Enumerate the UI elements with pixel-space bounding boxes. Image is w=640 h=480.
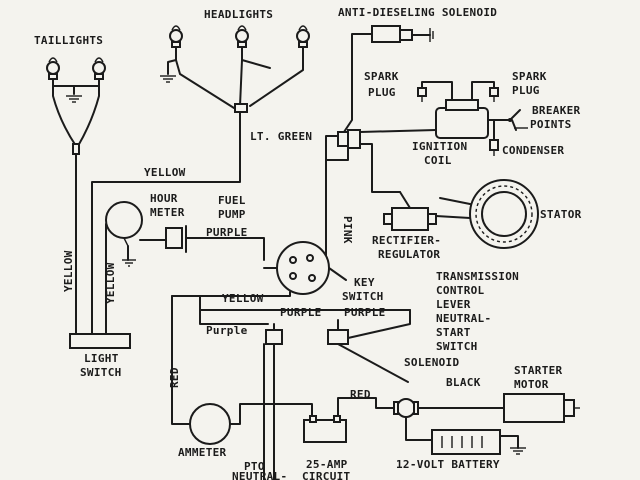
label-spark-plug-left-1: SPARK — [364, 70, 399, 83]
label-purple-upper: PURPLE — [206, 226, 248, 239]
spark-plug-left-icon — [417, 87, 427, 102]
label-starter-motor-1: STARTER — [514, 364, 563, 377]
label-pto-1: PTO — [244, 460, 265, 473]
label-fuel-pump-1: FUEL — [218, 194, 246, 207]
label-purple-mid-1: PURPLE — [280, 306, 322, 319]
headlight-ground-icon — [160, 75, 176, 83]
label-ignition-coil-2: COIL — [424, 154, 452, 167]
solenoid-ground-icon — [429, 28, 434, 42]
label-breaker-points-1: BREAKER — [532, 104, 581, 117]
label-headlights: HEADLIGHTS — [204, 8, 273, 21]
label-hour-meter-1: HOUR — [150, 192, 178, 205]
label-ammeter: AMMETER — [178, 446, 227, 459]
label-ignition-coil-1: IGNITION — [412, 140, 467, 153]
taillight-bulb-left-icon — [46, 57, 60, 80]
label-condenser: CONDENSER — [502, 144, 564, 157]
label-key-switch-2: SWITCH — [342, 290, 384, 303]
label-fuel-pump-2: PUMP — [218, 208, 246, 221]
ammeter — [189, 403, 231, 445]
label-taillights: TAILLIGHTS — [34, 34, 103, 47]
key-switch — [276, 241, 330, 295]
label-transmission-1: TRANSMISSION — [436, 270, 519, 283]
label-lt-green: LT. GREEN — [250, 130, 312, 143]
label-black: BLACK — [446, 376, 481, 389]
label-yellow-left: YELLOW — [62, 250, 75, 292]
label-rectifier-regulator-1: RECTIFIER- — [372, 234, 441, 247]
taillights — [46, 57, 106, 155]
light-switch — [69, 333, 131, 349]
fuel-pump — [139, 225, 265, 261]
rectifier-regulator — [383, 191, 471, 231]
headlight-bulb-middle-icon — [235, 25, 249, 48]
taillight-ground-icon — [66, 95, 82, 103]
label-transmission-2: CONTROL — [436, 284, 485, 297]
taillight-bulb-right-icon — [92, 57, 106, 80]
multi-connector — [337, 129, 361, 149]
label-yellow-top: YELLOW — [144, 166, 186, 179]
ignition-coil — [421, 81, 495, 139]
label-yellow-middle: YELLOW — [222, 292, 264, 305]
battery-12-volt — [431, 429, 501, 455]
label-light-switch-2: SWITCH — [80, 366, 122, 379]
label-breaker-points-2: POINTS — [530, 118, 572, 131]
stator — [439, 179, 539, 249]
headlight-bulb-right-icon — [296, 25, 310, 48]
label-circuit-1: 25-AMP — [306, 458, 348, 471]
spark-plug-right-icon — [489, 87, 499, 102]
label-red-vertical: RED — [168, 367, 181, 388]
transmission-switch-connector — [327, 329, 349, 345]
circuit-breaker-25-amp — [303, 415, 347, 443]
headlight-bulb-left-icon — [169, 25, 183, 48]
label-red-horizontal: RED — [350, 388, 371, 401]
label-hour-meter-2: METER — [150, 206, 185, 219]
label-spark-plug-left-2: PLUG — [368, 86, 396, 99]
battery-ground-icon — [510, 447, 526, 455]
breaker-points — [487, 109, 528, 131]
label-key-switch-1: KEY — [354, 276, 375, 289]
label-pto-2: NEUTRAL- — [232, 470, 287, 480]
headlights — [160, 25, 310, 113]
anti-dieseling-solenoid — [339, 25, 434, 139]
label-spark-plug-right-1: SPARK — [512, 70, 547, 83]
label-solenoid: SOLENOID — [404, 356, 459, 369]
label-anti-dieseling-solenoid: ANTI-DIESELING SOLENOID — [338, 6, 497, 19]
label-stator: STATOR — [540, 208, 582, 221]
hour-meter-ground-icon — [122, 259, 136, 267]
label-purple-mid-2: PURPLE — [344, 306, 386, 319]
label-light-switch-1: LIGHT — [84, 352, 119, 365]
label-transmission-6: SWITCH — [436, 340, 478, 353]
label-rectifier-regulator-2: REGULATOR — [378, 248, 440, 261]
label-battery: 12-VOLT BATTERY — [396, 458, 500, 471]
label-transmission-5: START — [436, 326, 471, 339]
hour-meter — [105, 201, 143, 335]
label-yellow-mid-left: YELLOW — [104, 262, 117, 304]
label-spark-plug-right-2: PLUG — [512, 84, 540, 97]
starter-solenoid — [393, 398, 419, 418]
condenser — [489, 119, 499, 156]
label-purple-lower: Purple — [206, 324, 248, 337]
label-circuit-2: CIRCUIT — [302, 470, 351, 480]
label-pink: PINK — [341, 216, 354, 244]
label-starter-motor-2: MOTOR — [514, 378, 549, 391]
label-transmission-3: LEVER — [436, 298, 471, 311]
pto-switch-connector — [265, 329, 283, 345]
label-transmission-4: NEUTRAL- — [436, 312, 491, 325]
starter-motor — [503, 393, 580, 423]
